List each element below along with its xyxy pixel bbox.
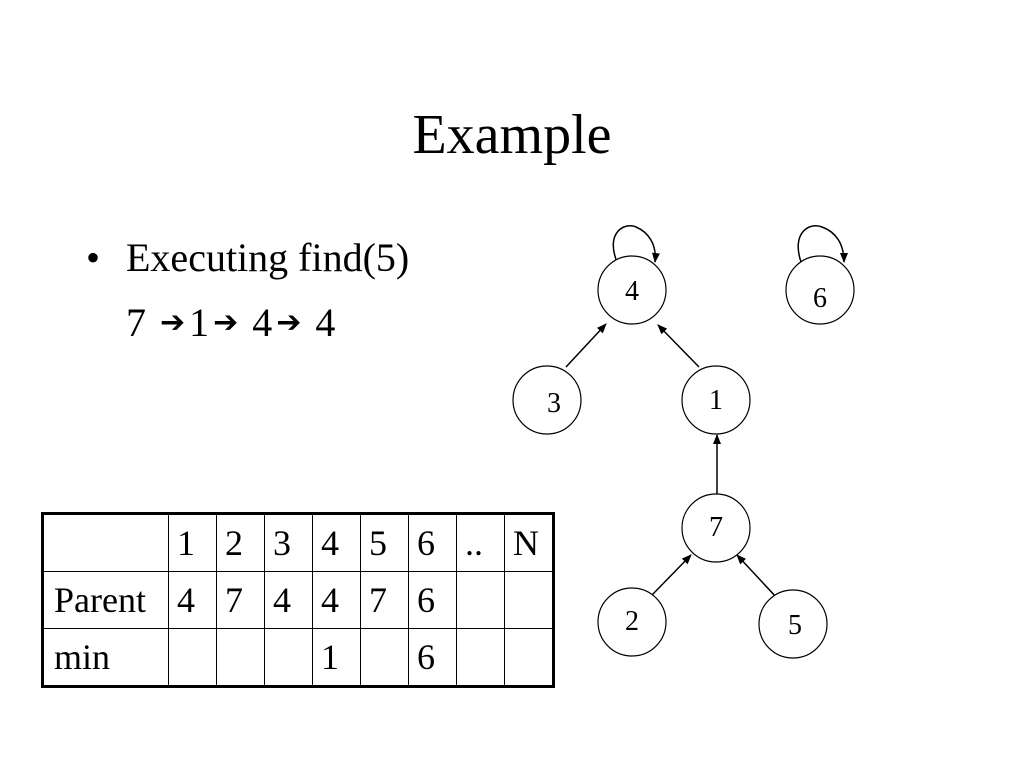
table-cell [504,571,554,629]
self-loop-arrow [797,225,848,263]
table-cell: 7 [216,571,265,629]
table-header-cell: 4 [312,513,361,572]
right-arrow-icon: ➔ [276,305,302,340]
table-cell [360,628,409,687]
table-cell: 4 [312,571,361,629]
table-cell: 6 [408,628,457,687]
table-row-label: Parent [42,571,169,629]
table-header-row: 1 2 3 4 5 6 .. N [42,513,554,572]
node-label: 6 [813,283,827,314]
table-row-label: min [42,628,169,687]
node-label: 1 [709,385,723,416]
table-header-cell: 2 [216,513,265,572]
tree-node: 4 [597,255,667,325]
edge-arrow [565,323,607,368]
tree-node: 7 [681,493,751,563]
bullet-item: • Executing find(5) [86,234,409,282]
table-row-parent: Parent 4 7 4 4 7 6 [42,571,554,629]
table-row-min: min 1 6 [42,628,554,687]
table-header-cell: N [504,513,554,572]
node-label: 3 [547,388,561,419]
tree-node: 5 [758,589,828,659]
table-cell [504,628,554,687]
path-step: 4 [315,300,336,345]
table-header-cell: .. [456,513,505,572]
tree-node: 2 [597,587,667,657]
node-label: 7 [709,512,723,543]
node-label: 5 [788,610,802,641]
table-cell [456,571,505,629]
bullet-dot: • [86,235,101,280]
slide-title: Example [412,104,612,166]
table-header-cell: 5 [360,513,409,572]
table-cell: 6 [408,571,457,629]
table-header-cell: 1 [168,513,217,572]
self-loop-arrow [612,225,660,263]
node-label: 2 [625,606,639,637]
right-arrow-icon: ➔ [213,305,239,340]
tree-node: 3 [512,365,582,435]
edge-arrow [657,324,700,368]
path-step: 4 [252,300,273,345]
table-cell: 4 [168,571,217,629]
table-cell: 4 [264,571,313,629]
edge-arrow [736,554,778,599]
node-label: 4 [625,276,639,307]
path-step: 7 [126,300,146,345]
table-cell [264,628,313,687]
table-header-cell [42,513,169,572]
table-cell [168,628,217,687]
right-arrow-icon: ➔ [160,305,186,340]
table-cell [216,628,265,687]
table-header-cell: 6 [408,513,457,572]
table-header-cell: 3 [264,513,313,572]
path-step: 1 [189,300,210,345]
find-path: 7 ➔1➔ 4➔ 4 [126,298,335,352]
table-cell [456,628,505,687]
parent-min-table: 1 2 3 4 5 6 .. N Parent 4 7 4 4 7 6 min … [41,512,555,688]
table-cell: 1 [312,628,361,687]
table-cell: 7 [360,571,409,629]
tree-node: 1 [681,365,751,435]
tree-node: 6 [785,255,855,325]
edge-arrow [651,554,692,596]
bullet-text: Executing find(5) [126,235,410,280]
